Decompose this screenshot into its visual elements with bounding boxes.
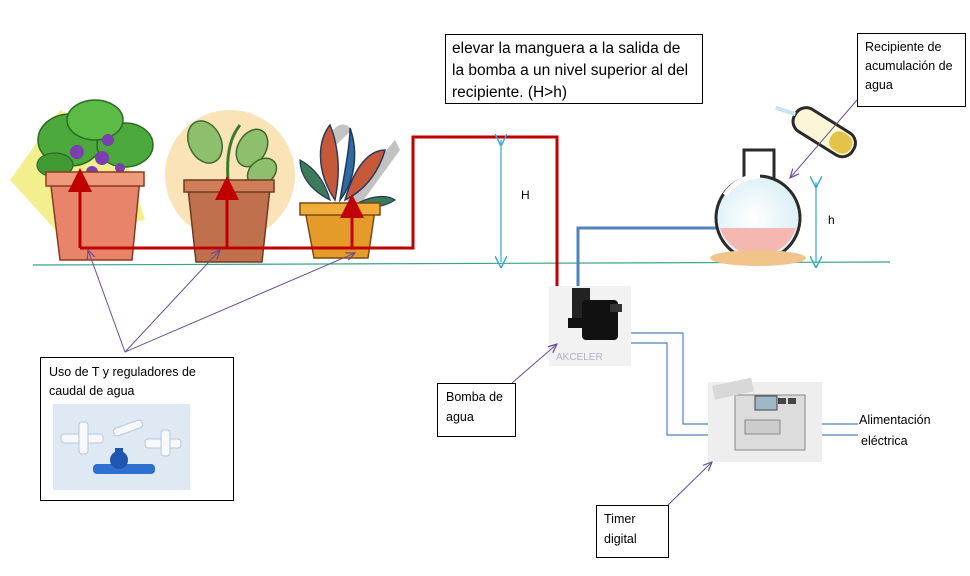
digital-timer-icon xyxy=(708,377,822,462)
instruction-note: elevar la manguera a la salida de la bom… xyxy=(445,34,703,104)
blue-hose xyxy=(576,226,760,292)
container-label: Recipiente de acumulación de agua xyxy=(865,40,953,92)
flask-icon xyxy=(710,148,806,266)
connectors-label: Uso de T y reguladores de caudal de agua xyxy=(49,365,196,398)
h-label: h xyxy=(828,213,835,227)
H-label: H xyxy=(521,188,530,202)
timer-label-box: Timer digital xyxy=(596,505,669,558)
seedling-pot-icon xyxy=(165,110,295,263)
power-label-line2: eléctrica xyxy=(861,434,908,448)
connectors-label-box: Uso de T y reguladores de caudal de agua xyxy=(40,357,234,501)
svg-text:AKCELER: AKCELER xyxy=(556,352,603,363)
container-label-box: Recipiente de acumulación de agua xyxy=(857,33,966,107)
test-tube-icon xyxy=(775,105,857,159)
instruction-text: elevar la manguera a la salida de la bom… xyxy=(452,40,689,101)
water-pump-icon: AKCELER xyxy=(549,286,631,366)
pointer-arrows xyxy=(88,99,858,506)
power-label-line1: Alimentación xyxy=(859,413,931,427)
pump-label-box: Bomba de agua xyxy=(437,383,516,437)
tropical-plant-pot-icon xyxy=(299,123,400,259)
pump-label: Bomba de agua xyxy=(446,390,503,424)
t-connectors-icon xyxy=(53,404,190,490)
timer-label: Timer digital xyxy=(604,512,637,546)
